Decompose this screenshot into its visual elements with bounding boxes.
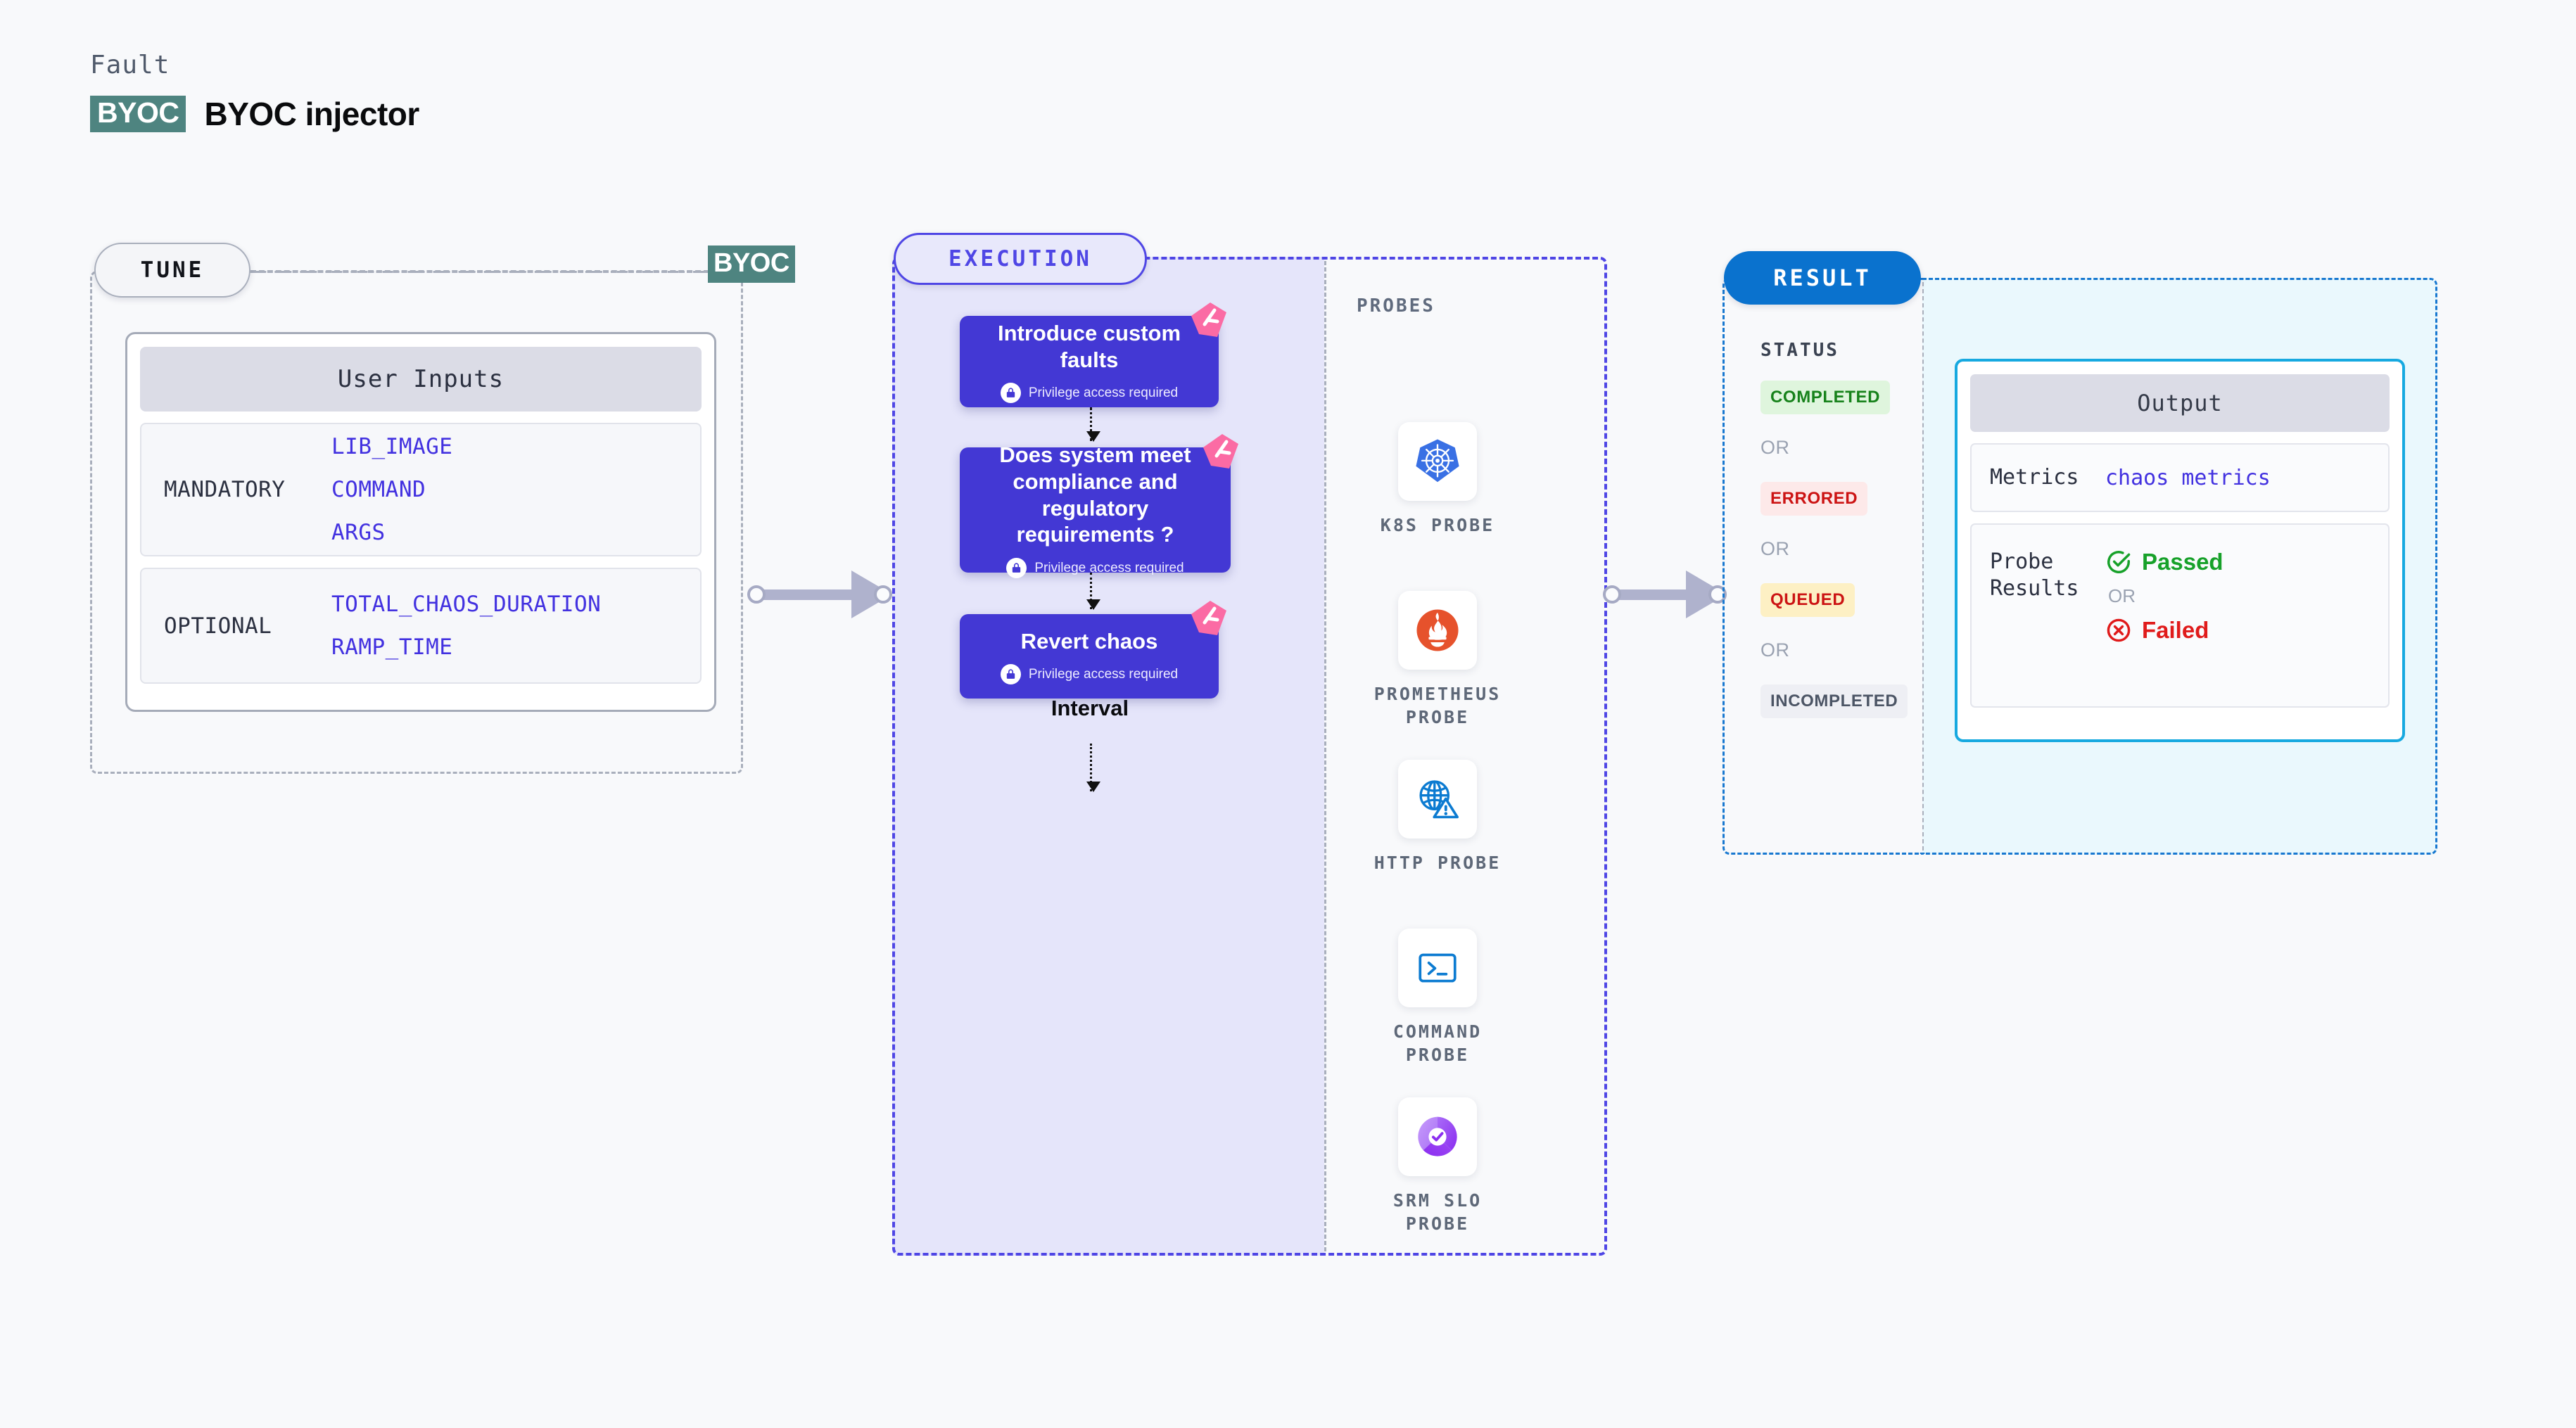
- http-globe-warning-icon: [1398, 760, 1477, 839]
- user-inputs-header: User Inputs: [140, 347, 702, 412]
- probe-passed-label: Passed: [2142, 549, 2223, 575]
- probe-label: PROMETHEUS PROBE: [1373, 684, 1502, 727]
- ribbon-flag-icon: [1191, 302, 1226, 337]
- kubernetes-icon: [1398, 422, 1477, 501]
- page-title: BYOC injector: [204, 96, 419, 132]
- output-metrics-value[interactable]: chaos metrics: [2105, 465, 2271, 490]
- terminal-icon: [1398, 929, 1477, 1007]
- x-circle-icon: [2107, 618, 2131, 642]
- probe-label: SRM SLO PROBE: [1392, 1190, 1483, 1234]
- status-or-label: OR: [1760, 538, 1790, 559]
- probes-section-title: PROBES: [1357, 295, 1435, 317]
- execution-node-introduce-faults[interactable]: Introduce custom faults Privilege access…: [960, 302, 1226, 407]
- result-status-region: [1722, 278, 1922, 855]
- execution-panel-border: [892, 257, 1607, 1256]
- param-args[interactable]: ARGS: [331, 520, 386, 545]
- lock-icon: [1000, 383, 1021, 404]
- probe-tile-prometheus[interactable]: PROMETHEUS PROBE: [1357, 591, 1518, 729]
- param-ramp-time[interactable]: RAMP_TIME: [331, 635, 453, 660]
- probe-label: COMMAND PROBE: [1392, 1021, 1483, 1065]
- param-value-list: LIB_IMAGE COMMAND ARGS: [331, 434, 452, 545]
- output-probe-results-key: Probe Results: [1990, 549, 2079, 601]
- probes-divider: [1324, 261, 1326, 1251]
- connector-endpoint-left: [747, 585, 766, 604]
- privilege-text: Privilege access required: [1028, 666, 1179, 682]
- privilege-text: Privilege access required: [1034, 560, 1184, 575]
- result-pill-label: RESULT: [1724, 251, 1921, 305]
- byoc-edge-badge: BYOC: [708, 246, 795, 283]
- param-value-list: TOTAL_CHAOS_DURATION RAMP_TIME: [331, 592, 601, 660]
- privilege-row: Privilege access required: [1006, 558, 1184, 579]
- output-metrics-key: Metrics: [1990, 464, 2079, 490]
- param-group-mandatory: MANDATORY LIB_IMAGE COMMAND ARGS: [140, 423, 702, 556]
- fault-label: Fault: [90, 51, 170, 79]
- ribbon-flag-icon: [1203, 434, 1238, 468]
- connector-wait-to-revert: [1086, 744, 1100, 792]
- param-command[interactable]: COMMAND: [331, 477, 426, 502]
- connector-endpoint-left: [1603, 585, 1621, 604]
- page-header: Fault BYOC BYOC injector: [90, 51, 419, 133]
- result-panel: RESULT STATUS COMPLETED OR ERRORED OR QU…: [1722, 251, 2437, 855]
- arrow-shaft: [1612, 589, 1693, 600]
- tune-pill-label: TUNE: [94, 243, 250, 298]
- ribbon-flag-icon: [1191, 601, 1226, 635]
- srm-slo-donut-icon: [1398, 1097, 1477, 1176]
- status-or-label: OR: [1760, 437, 1790, 458]
- node-title: Introduce custom faults: [997, 320, 1181, 372]
- tune-panel: TUNE BYOC User Inputs MANDATORY LIB_IMAG…: [90, 243, 795, 774]
- execution-inner-background: [892, 257, 1324, 1256]
- connector-node2-to-wait: [1086, 573, 1100, 610]
- output-card: Output Metrics chaos metrics Probe Resul…: [1955, 359, 2405, 742]
- param-lib-image[interactable]: LIB_IMAGE: [331, 434, 453, 459]
- execution-panel: EXECUTION PROBES Introduce custom faults…: [892, 233, 1607, 1256]
- probe-tile-k8s[interactable]: K8S PROBE: [1357, 422, 1518, 537]
- param-group-optional: OPTIONAL TOTAL_CHAOS_DURATION RAMP_TIME: [140, 568, 702, 684]
- connector-node1-to-node2: [1086, 407, 1100, 442]
- user-inputs-card: User Inputs MANDATORY LIB_IMAGE COMMAND …: [125, 332, 716, 712]
- arrow-shaft: [756, 589, 858, 600]
- check-circle-icon: [2107, 551, 2131, 573]
- node-title: Does system meet compliance and regulato…: [999, 442, 1191, 547]
- status-or-label: OR: [1760, 639, 1790, 661]
- probe-label: HTTP PROBE: [1373, 853, 1502, 873]
- privilege-row: Privilege access required: [1000, 383, 1179, 404]
- status-section-title: STATUS: [1760, 340, 1839, 361]
- tune-dashed-connector: [250, 270, 709, 273]
- result-divider: [1922, 282, 1924, 850]
- lock-icon: [1006, 558, 1027, 579]
- probe-tile-http[interactable]: HTTP PROBE: [1357, 760, 1518, 874]
- execution-node-compliance-check[interactable]: Does system meet compliance and regulato…: [960, 434, 1238, 579]
- param-group-label: MANDATORY: [164, 477, 286, 502]
- param-group-label: OPTIONAL: [164, 613, 272, 639]
- output-row-metrics: Metrics chaos metrics: [1970, 443, 2390, 512]
- param-total-chaos-duration[interactable]: TOTAL_CHAOS_DURATION: [331, 592, 602, 617]
- lock-icon: [1000, 664, 1021, 685]
- execution-pill-label: EXECUTION: [894, 233, 1147, 285]
- probe-label: K8S PROBE: [1380, 515, 1495, 535]
- privilege-text: Privilege access required: [1028, 385, 1179, 400]
- probe-result-failed: Failed: [2105, 617, 2223, 644]
- status-badge-completed: COMPLETED: [1760, 381, 1891, 414]
- probe-result-values: Passed OR Failed: [2105, 549, 2223, 644]
- privilege-row: Privilege access required: [1000, 664, 1179, 685]
- status-badge-errored: ERRORED: [1760, 482, 1868, 516]
- execution-node-revert-chaos[interactable]: Revert chaos Privilege access required: [960, 601, 1226, 699]
- connector-endpoint-right: [874, 585, 892, 604]
- byoc-badge: BYOC: [90, 96, 186, 132]
- probe-result-or-label: OR: [2108, 585, 2136, 606]
- status-badge-queued: QUEUED: [1760, 583, 1855, 617]
- output-header: Output: [1970, 374, 2390, 432]
- probe-tile-command[interactable]: COMMAND PROBE: [1357, 929, 1518, 1066]
- prometheus-icon: [1398, 591, 1477, 670]
- probe-result-passed: Passed: [2105, 549, 2223, 575]
- probe-tile-srm-slo[interactable]: SRM SLO PROBE: [1357, 1097, 1518, 1235]
- node-title: Revert chaos: [1020, 628, 1158, 654]
- output-row-probe-results: Probe Results Passed OR Failed: [1970, 523, 2390, 708]
- probe-failed-label: Failed: [2142, 617, 2209, 643]
- title-row: BYOC BYOC injector: [90, 95, 419, 133]
- status-badge-incompleted: INCOMPLETED: [1760, 684, 1908, 718]
